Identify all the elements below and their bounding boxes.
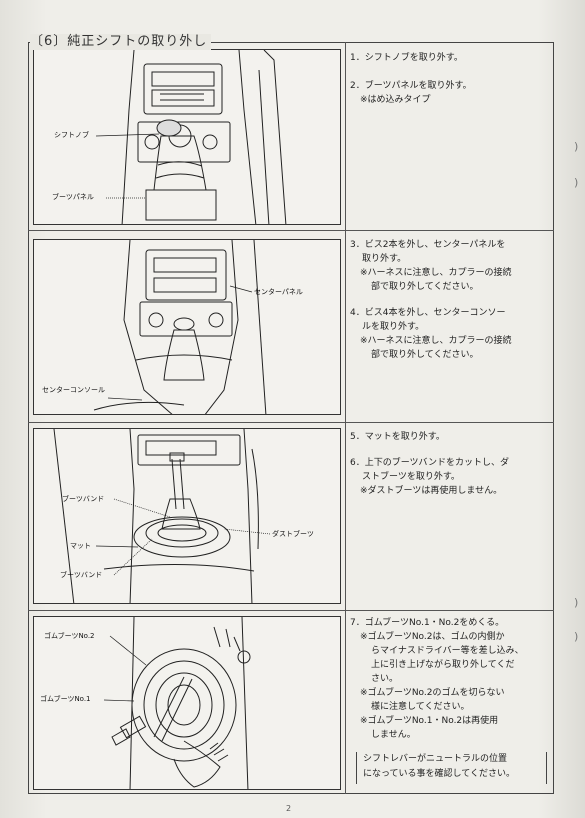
row-divider-1 (28, 230, 554, 231)
step-1: 1．シフトノブを取り外す。 (350, 51, 550, 65)
step-2: 2．ブーツパネルを取り外す。 ※はめ込みタイプ (350, 79, 550, 107)
binder-hole-mark: ) (574, 140, 579, 153)
step-note: さい。 (371, 674, 399, 684)
step-note: 様に注意してください。 (371, 702, 470, 712)
callout-boot-band-upper: ブーツバンド (62, 495, 105, 503)
step-note: ※ゴムブーツNo.2は、ゴムの内側か (360, 632, 505, 642)
step-7: 7．ゴムブーツNo.1・No.2をめくる。 ※ゴムブーツNo.2は、ゴムの内側か… (350, 616, 550, 742)
step-text: 6．上下のブーツバンドをカットし、ダ (350, 458, 509, 468)
step-note: しません。 (371, 730, 416, 740)
neutral-warning-box: シフトレバーがニュートラルの位置 になっている事を確認してください。 (356, 752, 547, 784)
step-text: 取り外す。 (362, 254, 407, 264)
callout-rubber-boot-no2: ゴムブーツNo.2 (44, 632, 95, 640)
step-note: ※ゴムブーツNo.2のゴムを切らない (360, 688, 505, 698)
step-4: 4．ビス4本を外し、センターコンソー ルを取り外す。 ※ハーネスに注意し、カプラ… (350, 306, 550, 362)
step-note: らマイナスドライバー等を差し込み、 (371, 646, 524, 656)
step-note: ※ハーネスに注意し、カプラーの接続 (360, 336, 512, 346)
step-note: ※ゴムブーツNo.1・No.2は再使用 (360, 716, 499, 726)
step-text: ルを取り外す。 (362, 322, 425, 332)
step-5: 5．マットを取り外す。 (350, 430, 550, 444)
step-3: 3．ビス2本を外し、センターパネルを 取り外す。 ※ハーネスに注意し、カプラーの… (350, 238, 550, 294)
content-frame (28, 42, 554, 794)
step-text: 4．ビス4本を外し、センターコンソー (350, 308, 506, 318)
step-text: 3．ビス2本を外し、センターパネルを (350, 240, 506, 250)
column-divider (345, 42, 346, 794)
shift-knob-illustration (121, 50, 287, 224)
illustration-panel-1: シフトノブ ブーツパネル (33, 49, 341, 225)
warning-line: シフトレバーがニュートラルの位置 (363, 754, 508, 764)
callout-mat: マット (70, 542, 91, 550)
step-note: 上に引き上げながら取り外してくだ (371, 660, 515, 670)
center-panel-illustration (93, 240, 267, 414)
step-text: 2．ブーツパネルを取り外す。 (350, 81, 472, 91)
callout-boot-band-lower: ブーツバンド (60, 571, 103, 579)
step-note: 部で取り外してください。 (371, 350, 479, 360)
step-text: 7．ゴムブーツNo.1・No.2をめくる。 (350, 618, 505, 628)
binder-hole-mark: ) (574, 176, 579, 189)
step-text: ストブーツを取り外す。 (362, 472, 460, 482)
page-number: 2 (286, 804, 292, 813)
step-note: ※ハーネスに注意し、カプラーの接続 (360, 268, 512, 278)
callout-rubber-boot-no1: ゴムブーツNo.1 (40, 695, 91, 703)
step-text: 1．シフトノブを取り外す。 (350, 53, 463, 63)
illustration-panel-3: ブーツバンド ダストブーツ マット ブーツバンド (33, 428, 341, 604)
callout-center-panel: センターパネル (254, 288, 303, 296)
row-divider-3 (28, 610, 554, 611)
step-6: 6．上下のブーツバンドをカットし、ダ ストブーツを取り外す。 ※ダストブーツは再… (350, 456, 550, 498)
step-text: 5．マットを取り外す。 (350, 432, 445, 442)
illustration-panel-2: センターパネル センターコンソール (33, 239, 341, 415)
callout-boot-panel: ブーツパネル (52, 193, 94, 201)
callout-dust-boot: ダストブーツ (272, 530, 314, 538)
binder-hole-mark: ) (574, 630, 579, 643)
callout-shift-knob: シフトノブ (54, 131, 89, 139)
step-note: ※はめ込みタイプ (360, 95, 431, 105)
section-title: 〔6〕純正シフトの取り外し (30, 34, 212, 50)
warning-line: になっている事を確認してください。 (363, 769, 516, 779)
binder-hole-mark: ) (574, 596, 579, 609)
step-note: 部で取り外してください。 (371, 282, 479, 292)
illustration-panel-4: ゴムブーツNo.2 ゴムブーツNo.1 (33, 616, 341, 790)
callout-center-console: センターコンソール (42, 386, 105, 394)
row-divider-2 (28, 422, 554, 423)
step-note: ※ダストブーツは再使用しません。 (360, 486, 503, 496)
